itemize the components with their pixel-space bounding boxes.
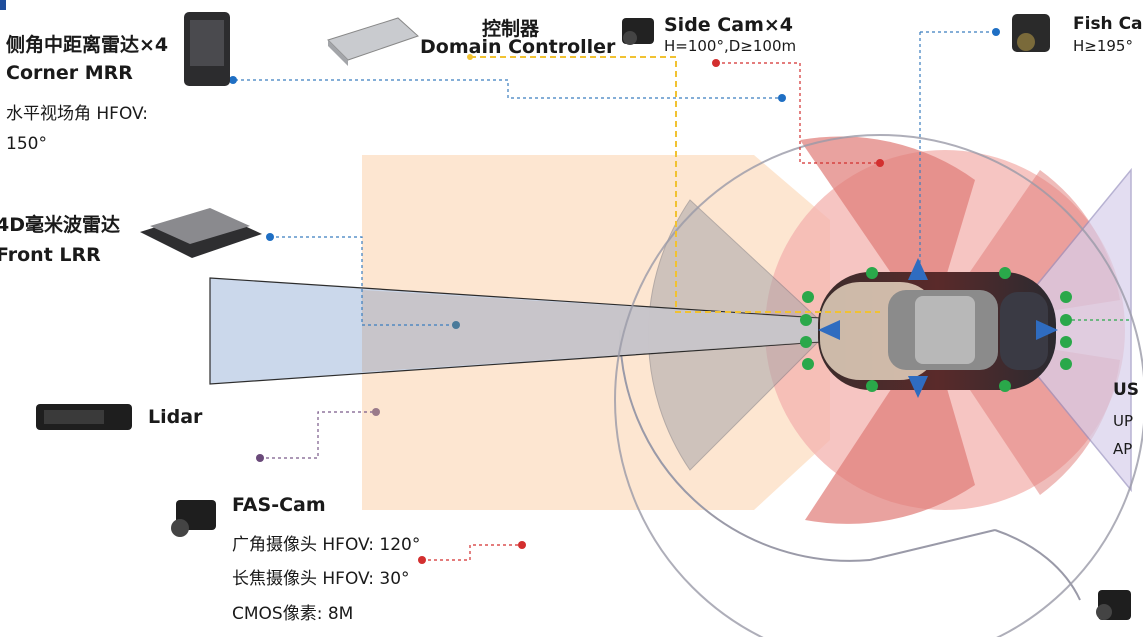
side-cam-title: Side Cam×4 — [664, 14, 794, 36]
corner-mrr-en-label: Corner MRR — [6, 62, 133, 84]
fish-cam-spec: H≥195° — [1073, 37, 1133, 55]
corner-radar-device-icon — [184, 12, 230, 86]
fas-camera-device-icon — [171, 500, 216, 537]
fisheye-camera-markers — [818, 258, 1058, 398]
corner-mrr-hfov-label: 水平视场角 HFOV: — [6, 104, 149, 124]
front-radar-device-icon — [140, 208, 262, 258]
uss-line-2: AP — [1113, 440, 1133, 458]
fisheye-ring — [614, 134, 1143, 637]
lidar-label: Lidar — [148, 406, 203, 428]
corner-mrr-hfov-value: 150° — [6, 134, 47, 154]
controller-cn-label: 控制器 — [482, 18, 540, 40]
uss-title: US — [1113, 380, 1140, 400]
domain-controller-device-icon — [327, 17, 419, 66]
side-camera-device-icon — [622, 18, 654, 45]
lidar-coverage-rings — [618, 329, 1081, 601]
fisheye-camera-device-icon — [1012, 14, 1050, 52]
lidar-device-icon — [36, 404, 132, 430]
car-topview-icon — [818, 272, 1056, 390]
fas-wide-label: 广角摄像头 HFOV: 120° — [232, 535, 421, 555]
fas-cam-title: FAS-Cam — [232, 494, 326, 516]
controller-line — [470, 56, 880, 313]
ultrasonic-sensor-dots — [800, 267, 1072, 392]
front-lrr-cn-label: 4D毫米波雷达 — [0, 214, 120, 236]
brand-corner-mark — [0, 0, 6, 10]
front-lrr-en-label: Front LRR — [0, 244, 101, 266]
controller-en-label: Domain Controller — [420, 36, 616, 58]
callout-lines — [235, 31, 1131, 561]
side-cam-spec: H=100°,D≥100m — [664, 37, 797, 55]
rear-camera-device-icon — [1096, 590, 1131, 620]
fas-tele-label: 长焦摄像头 HFOV: 30° — [232, 569, 410, 589]
fas-cmos-label: CMOS像素: 8M — [232, 604, 354, 624]
fish-cam-title: Fish Ca — [1073, 14, 1143, 34]
corner-mrr-cn-label: 侧角中距离雷达×4 — [6, 34, 169, 56]
uss-line-1: UP — [1113, 412, 1134, 430]
callout-dots — [229, 28, 1000, 564]
